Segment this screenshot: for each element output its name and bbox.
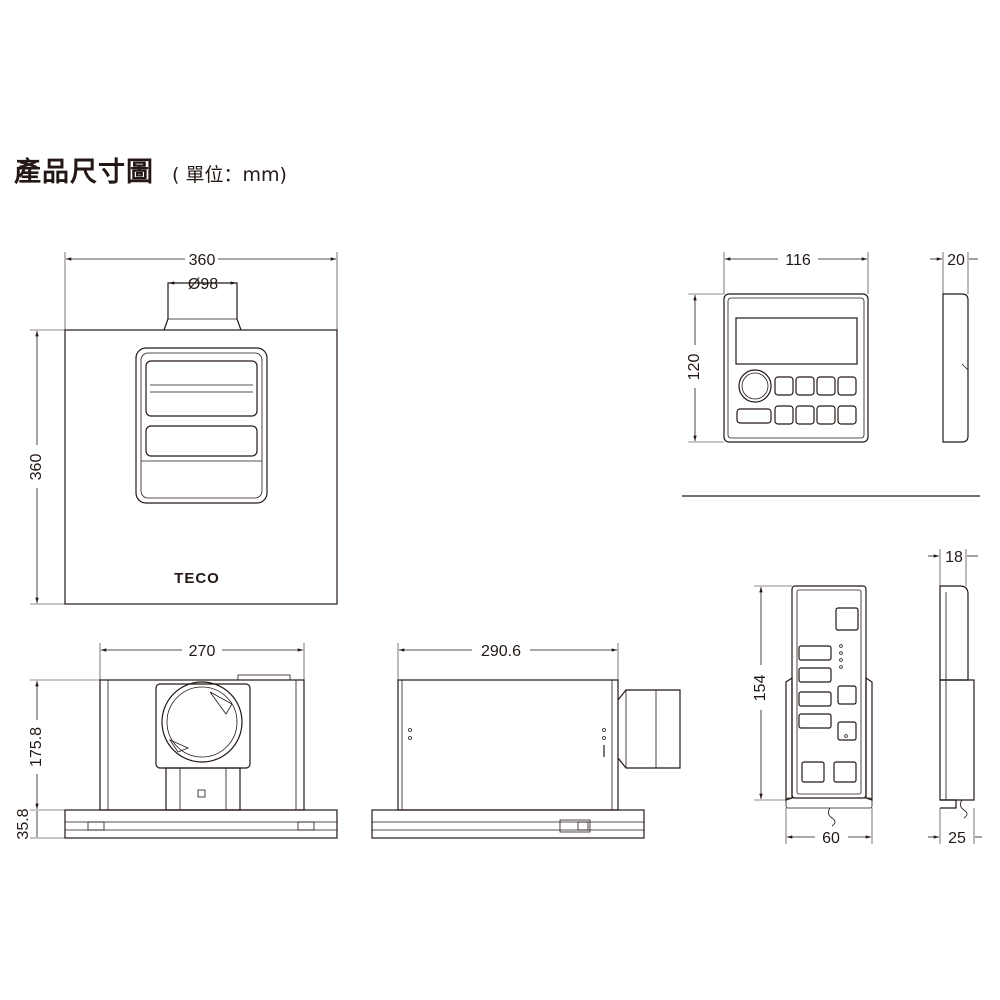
- brand-logo: TECO: [174, 570, 220, 587]
- dim-panel-thickness: 35.8: [15, 808, 65, 840]
- dim-duct-diameter: Ø98: [168, 276, 237, 293]
- dim-remote-depth: 20: [930, 252, 978, 294]
- dim-holder-width-label: 60: [822, 830, 840, 847]
- dim-body-height: 175.8: [28, 679, 100, 811]
- dim-remote-width-label: 116: [785, 252, 811, 269]
- dim-side-length: 290.6: [397, 643, 619, 680]
- page-title: 產品尺寸圖 ( 單位：mm): [14, 150, 287, 189]
- elevation-view: [64, 674, 338, 839]
- dim-panel-thickness-label: 35.8: [15, 808, 32, 839]
- dim-body-height-label: 175.8: [28, 727, 45, 767]
- dim-remote-height: 120: [686, 293, 724, 443]
- dim-holder-depth-top: 18: [928, 549, 978, 586]
- dim-remote-width: 116: [723, 252, 869, 294]
- dim-front-width: 360: [64, 252, 338, 330]
- title-main: 產品尺寸圖: [14, 157, 154, 188]
- dim-remote-height-label: 120: [686, 354, 703, 381]
- dim-front-width-label: 360: [189, 252, 216, 269]
- dim-front-height: 360: [28, 329, 65, 605]
- dim-side-length-label: 290.6: [481, 643, 521, 660]
- remote-side-view: [942, 293, 969, 443]
- dim-holder-depth-bottom-label: 25: [948, 830, 966, 847]
- side-view: [371, 679, 681, 839]
- dim-bottom-width-label: 270: [189, 643, 216, 660]
- title-unit: ( 單位：mm): [172, 164, 287, 186]
- dim-holder-depth-bottom: 25: [928, 808, 982, 847]
- dim-holder-height: 154: [752, 585, 792, 801]
- dim-holder-width: 60: [785, 808, 873, 847]
- remote-front-view: [723, 293, 869, 443]
- dim-holder-height-label: 154: [752, 675, 769, 702]
- front-view: TECO: [64, 282, 338, 605]
- holder-side-view: [939, 585, 975, 819]
- holder-front-view: [785, 585, 873, 827]
- dim-duct-diameter-label: Ø98: [188, 276, 218, 293]
- dim-holder-depth-top-label: 18: [945, 549, 963, 566]
- dim-remote-depth-label: 20: [947, 252, 965, 269]
- dim-bottom-width: 270: [99, 643, 305, 680]
- dim-front-height-label: 360: [28, 454, 45, 481]
